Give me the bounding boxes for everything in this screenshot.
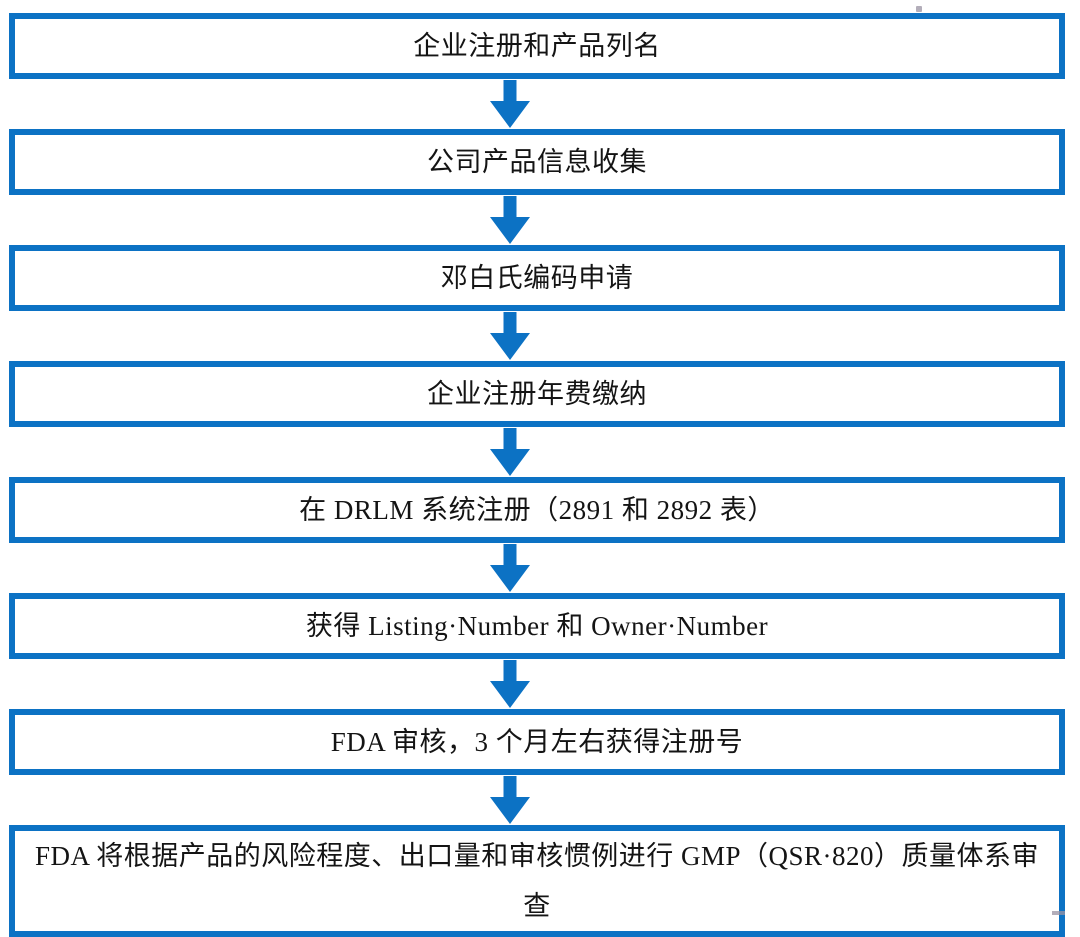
down-arrow-icon bbox=[490, 428, 530, 476]
flow-step-box-4: 企业注册年费缴纳 bbox=[9, 361, 1065, 427]
flowchart: 企业注册和产品列名 公司产品信息收集 邓白氏编码申请 企业注册年费缴纳 在 DR… bbox=[9, 13, 1065, 937]
flow-step-box-5: 在 DRLM 系统注册（2891 和 2892 表） bbox=[9, 477, 1065, 543]
flow-step-label: 公司产品信息收集 bbox=[427, 147, 647, 177]
formatting-mark-icon bbox=[1052, 911, 1065, 915]
connector-row bbox=[9, 427, 1065, 477]
flow-step-box-3: 邓白氏编码申请 bbox=[9, 245, 1065, 311]
flow-step-box-7: FDA 审核，3 个月左右获得注册号 bbox=[9, 709, 1065, 775]
flow-step-box-6: 获得 Listing·Number 和 Owner·Number bbox=[9, 593, 1065, 659]
down-arrow-icon bbox=[490, 660, 530, 708]
flow-step-label: FDA 审核，3 个月左右获得注册号 bbox=[330, 727, 744, 757]
down-arrow-icon bbox=[490, 776, 530, 824]
connector-row bbox=[9, 659, 1065, 709]
flow-step-label: 在 DRLM 系统注册（2891 和 2892 表） bbox=[299, 495, 775, 525]
flow-step-label: 获得 Listing·Number 和 Owner·Number bbox=[305, 611, 769, 641]
down-arrow-icon bbox=[490, 80, 530, 128]
flow-step-box-8: FDA 将根据产品的风险程度、出口量和审核惯例进行 GMP（QSR·820）质量… bbox=[9, 825, 1065, 937]
connector-row bbox=[9, 311, 1065, 361]
down-arrow-icon bbox=[490, 544, 530, 592]
down-arrow-icon bbox=[490, 196, 530, 244]
connector-row bbox=[9, 543, 1065, 593]
formatting-mark-icon bbox=[916, 6, 922, 12]
flow-step-label: FDA 将根据产品的风险程度、出口量和审核惯例进行 GMP（QSR·820）质量… bbox=[34, 841, 1040, 921]
connector-row bbox=[9, 195, 1065, 245]
down-arrow-icon bbox=[490, 312, 530, 360]
flow-step-box-1: 企业注册和产品列名 bbox=[9, 13, 1065, 79]
flow-step-label: 企业注册和产品列名 bbox=[413, 31, 661, 61]
flow-step-label: 企业注册年费缴纳 bbox=[427, 379, 647, 409]
connector-row bbox=[9, 775, 1065, 825]
connector-row bbox=[9, 79, 1065, 129]
flow-step-label: 邓白氏编码申请 bbox=[440, 263, 634, 293]
flow-step-box-2: 公司产品信息收集 bbox=[9, 129, 1065, 195]
